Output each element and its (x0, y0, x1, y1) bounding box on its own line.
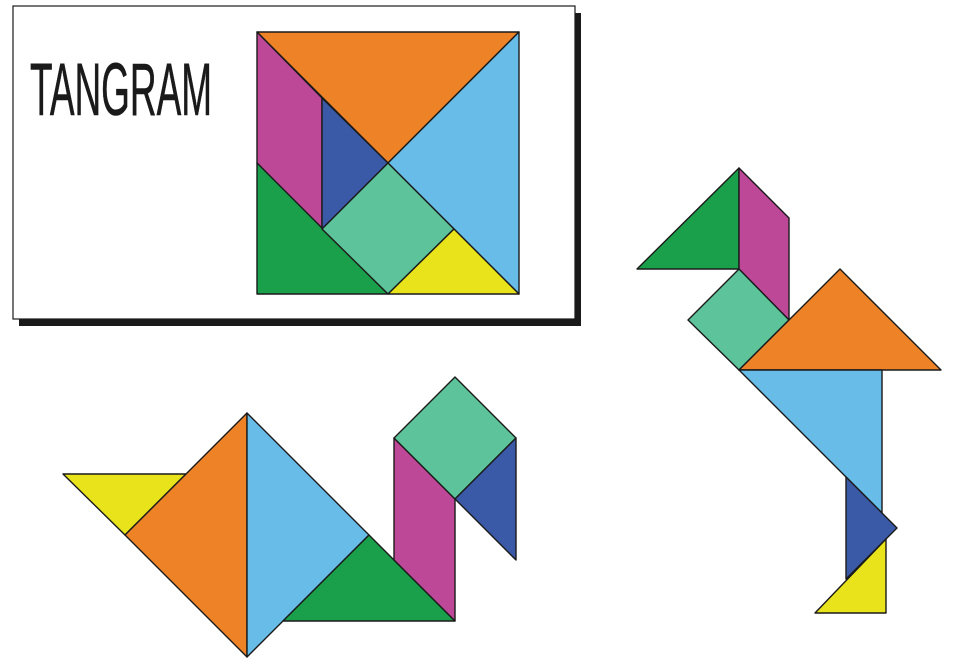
swan-figure (62, 376, 517, 658)
bird-small-triangle-yellow (814, 538, 887, 614)
bird-figure (636, 167, 942, 614)
square-puzzle (256, 31, 520, 295)
small-triangle-yellow (387, 228, 520, 295)
title-card: TANGRAM (12, 5, 581, 326)
swan-large-triangle-orange (124, 412, 248, 658)
bird-medium-triangle-green (636, 167, 740, 270)
title-label: TANGRAM (30, 48, 212, 131)
swan-small-triangle-navy (454, 437, 517, 561)
